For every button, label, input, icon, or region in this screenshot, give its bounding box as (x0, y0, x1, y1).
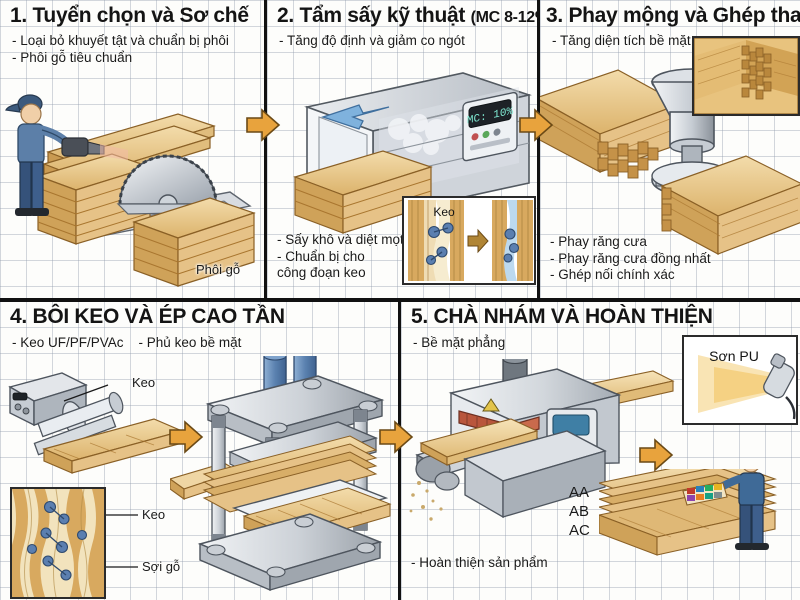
glue-fiber-closeup (12, 489, 104, 597)
panel-4-bullet-2: - Phủ keo bề mặt (138, 335, 242, 350)
panel-3-bullet-4: - Ghép nối chính xác (550, 267, 675, 282)
panel-1-label-phoi-go: Phôi gỗ (196, 262, 241, 277)
arrow-5-to-product (639, 438, 674, 472)
divider-vertical-2 (537, 0, 540, 301)
panel-5-bullets-top: - Bề mặt phẳng (413, 335, 505, 352)
panel-5-pu-paint-inset: Sơn PU (682, 335, 798, 425)
panel-1-title: 1. Tuyển chọn và Sơ chế (10, 4, 249, 27)
panel-2-bullet-3: - Chuẩn bị cho (277, 248, 365, 264)
divider-vertical-1 (264, 0, 267, 301)
arrow-4-glue-to-press (169, 420, 204, 454)
panel-2-title: 2. Tẩm sấy kỹ thuật (MC 8-12%) (277, 4, 539, 28)
panel-5-sander-illustration (409, 359, 675, 521)
panel-5-bullet-2: - Hoàn thiện sản phẩm (411, 555, 548, 570)
panel-1-selection-preprocessing: 1. Tuyển chọn và Sơ chế - Loại bỏ khuyết… (0, 0, 266, 300)
panel-5-sanding-and-finishing: 5. CHÀ NHÁM VÀ HOÀN THIỆN - Bề mặt phẳng… (401, 301, 800, 600)
arrow-2-to-3 (519, 108, 554, 142)
grade-ac: AC (569, 522, 590, 539)
panel-3-bullet-2: - Phay răng cưa (550, 234, 647, 249)
panel-2-bullets-top: - Tăng độ định và giảm co ngót (279, 33, 465, 50)
panel-4-label-keo-fiber: Keo (142, 507, 166, 522)
panel-3-bullets-top: - Tăng diện tích bề mặt (552, 33, 691, 50)
panel-5-title: 5. CHÀ NHÁM VÀ HOÀN THIỆN (411, 305, 713, 328)
grade-ab: AB (569, 503, 590, 520)
divider-vertical-3 (398, 302, 401, 600)
panel-4-bullets: - Keo UF/PF/PVAc - Phủ keo bề mặt (12, 335, 241, 352)
panel-2-title-main: 2. Tẩm sấy kỹ thuật (277, 4, 466, 27)
worker-figure (5, 94, 128, 216)
panel-3-finger-joint-milling: 3. Phay mộng và Ghép thanh - Tăng diện t… (540, 0, 800, 300)
panel-4-glue-spreader (8, 372, 184, 474)
panel-4-bullet-1: - Keo UF/PF/PVAc (12, 335, 124, 350)
panel-5-bullet-1: - Bề mặt phẳng (413, 335, 506, 350)
panel-3-bullets-bottom: - Phay răng cưa - Phay răng cưa đồng nhấ… (550, 234, 711, 284)
panel-4-fiber-inset (10, 487, 106, 599)
panel-4-hydraulic-press (197, 356, 392, 592)
panel-4-label-keo-top: Keo (132, 375, 156, 390)
panel-2-bullet-1: - Tăng độ định và giảm co ngót (279, 33, 465, 48)
panel-2-glue-inset: Keo (402, 196, 536, 285)
panel-3-fingerjoint-inset (692, 36, 800, 116)
panel-4-leader-lines (102, 514, 138, 568)
panel-4-gluing-and-pressing: 4. BÔI KEO VÀ ÉP CAO TẦN - Keo UF/PF/PVA… (0, 301, 400, 600)
panel-1-bullet-2: - Phôi gỗ tiêu chuẩn (12, 49, 133, 65)
panel-3-bullet-3: - Phay răng cưa đồng nhất (550, 250, 711, 266)
panel-1-bullet-1: - Loại bỏ khuyết tật và chuẩn bị phôi (12, 33, 229, 48)
panel-2-kiln-drying: 2. Tẩm sấy kỹ thuật (MC 8-12%) - Tăng độ… (267, 0, 539, 300)
panel-2-bullets-bottom: - Sấy khô và diệt mọt - Chuẩn bị cho côn… (277, 232, 404, 282)
divider-horizontal (0, 298, 800, 302)
spray-gun-diagram: Sơn PU (684, 337, 796, 423)
worker-inspector (682, 469, 769, 550)
panel-1-bullets: - Loại bỏ khuyết tật và chuẩn bị phôi - … (12, 33, 229, 66)
panel-4-title: 4. BÔI KEO VÀ ÉP CAO TẦN (10, 305, 285, 328)
panel-5-finished-stack (599, 469, 778, 556)
panel-2-bullet-4: công đoạn keo (277, 265, 366, 280)
panel-2-inset-label-keo: Keo (433, 205, 455, 219)
fingerjoint-closeup (694, 38, 798, 114)
arrow-4-to-5 (379, 420, 414, 454)
panel-2-illustration: MC: 10% (293, 72, 532, 234)
grade-aa: AA (569, 484, 590, 501)
panel-5-inset-label: Sơn PU (709, 348, 759, 364)
airflow-arrow (320, 104, 390, 130)
panel-2-title-suffix: (MC 8-12%) (470, 9, 539, 26)
panel-5-grade-labels: AA AB AC (569, 483, 590, 540)
arrow-1-to-2 (246, 108, 281, 142)
panel-2-bullet-2: - Sấy khô và diệt mọt (277, 232, 404, 247)
panel-1-illustration (5, 94, 256, 287)
panel-3-title: 3. Phay mộng và Ghép thanh (546, 4, 800, 27)
panel-4-label-soi-go: Sợi gỗ (142, 559, 181, 574)
panel-5-bullets-bottom: - Hoàn thiện sản phẩm (411, 555, 548, 572)
panel-4-bullet-row: - Keo UF/PF/PVAc - Phủ keo bề mặt (12, 335, 241, 352)
panel-3-bullet-1: - Tăng diện tích bề mặt (552, 33, 691, 48)
panel-3-illustration (540, 68, 800, 256)
glue-fiber-diagram: Keo (404, 198, 534, 283)
